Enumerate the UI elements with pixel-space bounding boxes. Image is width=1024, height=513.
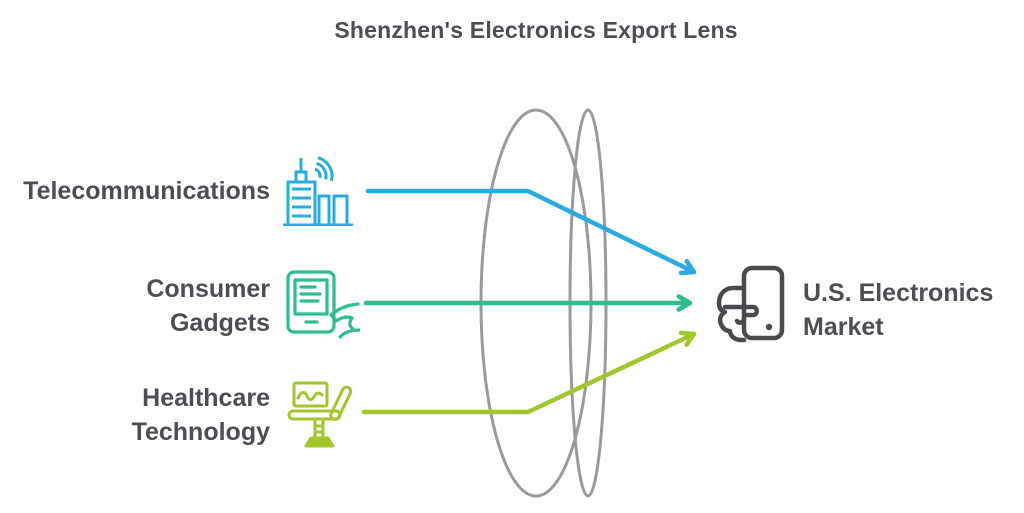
source-label-telecommunications: Telecommunications: [23, 177, 270, 205]
source-label-healthcare-technology: Healthcare Technology: [131, 384, 270, 446]
telecom-building-icon: [283, 156, 353, 226]
arrowhead-consumer-gadgets-icon: [676, 294, 693, 312]
target-label-us-electronics-market: U.S. Electronics Market: [803, 279, 994, 341]
medical-monitor-chair-icon: [287, 381, 353, 448]
diagram-title: Shenzhen's Electronics Export Lens: [334, 17, 738, 43]
source-label-consumer-gadgets: Consumer Gadgets: [146, 275, 270, 337]
arrowhead-telecommunications-icon: [678, 258, 697, 276]
tablet-in-hand-icon: [286, 270, 360, 339]
ray-healthcare-technology: [361, 331, 697, 415]
ray-telecommunications: [365, 188, 697, 275]
phone-home-dot: [765, 323, 773, 331]
arrowhead-healthcare-technology-icon: [678, 330, 697, 347]
hand-holding-phone-icon: [716, 265, 785, 343]
